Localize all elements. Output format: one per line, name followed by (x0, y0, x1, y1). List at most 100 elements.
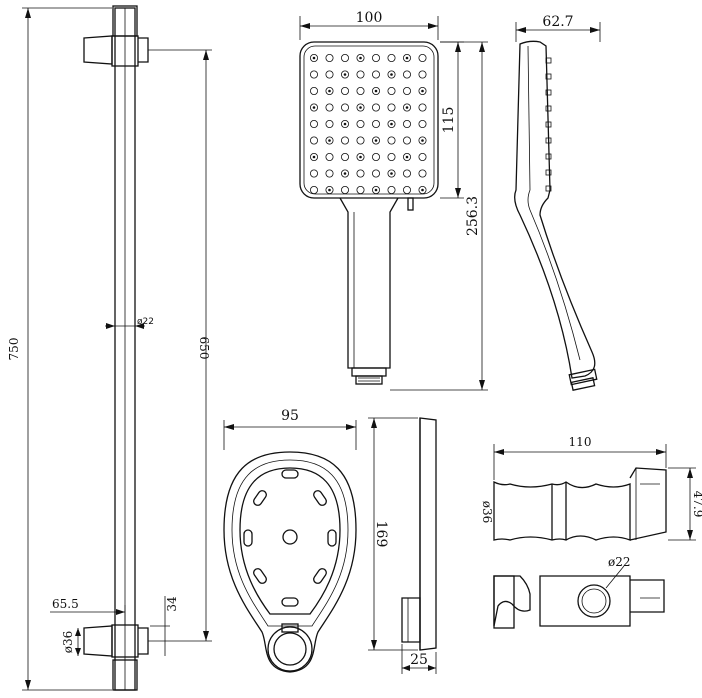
nozzle (309, 152, 318, 161)
nozzle-dot (421, 139, 424, 142)
nozzle (356, 120, 365, 129)
nozzle (340, 120, 349, 129)
nozzle (356, 103, 365, 112)
nozzle-dot (312, 106, 316, 109)
nozzle (371, 70, 380, 79)
nozzle-dot (374, 139, 378, 142)
nozzle (356, 152, 365, 161)
side-nozzle (545, 121, 552, 128)
holder-depth-label: 25 (410, 652, 428, 668)
nozzle (340, 70, 349, 79)
nozzle (387, 185, 396, 194)
nozzle (309, 169, 318, 178)
nozzle (418, 120, 427, 129)
rail-centers-label: 650 (197, 337, 211, 360)
nozzle (340, 103, 349, 112)
nozzle (325, 87, 334, 96)
nozzle-dot (343, 122, 347, 126)
nozzle (309, 70, 318, 79)
head-height-label: 115 (441, 107, 457, 134)
nozzle (356, 54, 365, 63)
nozzle-dot (374, 89, 378, 93)
nozzle (418, 54, 427, 63)
nozzle (418, 169, 427, 178)
nozzle (402, 87, 411, 96)
head-width-label: 100 (356, 10, 383, 26)
nozzle (387, 70, 396, 79)
nozzle (402, 152, 411, 161)
nozzle (309, 54, 318, 63)
nozzle (402, 103, 411, 112)
nozzle-dot (343, 172, 347, 175)
side-nozzle (545, 169, 552, 176)
nozzle-dot (405, 56, 409, 60)
nozzle-dot (374, 188, 378, 192)
bracket-diameter-label: ø36 (61, 631, 75, 654)
nozzle (371, 87, 380, 96)
holder-side-view: 169 25 (368, 417, 437, 674)
nozzle-dot (405, 106, 409, 109)
nozzle-dot (359, 155, 362, 159)
nozzle (371, 152, 380, 161)
nozzle (402, 185, 411, 194)
nozzle (340, 87, 349, 96)
nozzle (402, 169, 411, 178)
nozzle (387, 87, 396, 96)
tube-diameter-label: ø22 (137, 317, 154, 327)
nozzle (325, 136, 334, 145)
nozzle (356, 185, 365, 194)
nozzle (387, 120, 396, 129)
nozzle (402, 70, 411, 79)
handset-side-view: 62.7 (514, 14, 601, 391)
nozzle (418, 87, 427, 96)
side-nozzle (545, 137, 552, 144)
nozzle (371, 120, 380, 129)
nozzle (356, 169, 365, 178)
nozzle (325, 70, 334, 79)
nozzle-dot (390, 172, 393, 175)
nozzle (402, 136, 411, 145)
nozzle (402, 120, 411, 129)
nozzle-dot (312, 56, 316, 60)
side-nozzle (545, 105, 552, 112)
slider-width-label: 110 (569, 435, 592, 449)
slide-rail-view: 750 650 ø22 65.5 34 ø36 (7, 5, 212, 691)
nozzle (387, 136, 396, 145)
bracket-height-label: 34 (165, 596, 179, 612)
nozzle-dot (390, 122, 393, 126)
nozzle (325, 152, 334, 161)
nozzle (387, 152, 396, 161)
nozzle (309, 120, 318, 129)
nozzle (340, 54, 349, 63)
nozzle (325, 54, 334, 63)
nozzle (371, 54, 380, 63)
nozzle (309, 87, 318, 96)
handset-total-height-label: 256.3 (465, 196, 481, 236)
nozzle-dot (343, 73, 347, 76)
nozzle (325, 185, 334, 194)
side-nozzle (545, 57, 552, 64)
nozzle (325, 103, 334, 112)
holder-width-label: 95 (281, 408, 299, 424)
nozzle (340, 185, 349, 194)
nozzle (309, 103, 318, 112)
nozzle (371, 185, 380, 194)
nozzle-dot (390, 73, 393, 76)
nozzle (387, 103, 396, 112)
nozzle (325, 169, 334, 178)
slider-view: 110 47.9 ø36 ø22 (480, 435, 702, 629)
slider-height-label: 47.9 (691, 491, 702, 518)
side-nozzle (545, 73, 552, 80)
nozzle-dot (359, 56, 362, 60)
nozzle-dot (421, 188, 424, 192)
nozzle (418, 70, 427, 79)
nozzle-dot (328, 188, 331, 192)
nozzle (356, 87, 365, 96)
nozzle (371, 169, 380, 178)
slider-hole-diameter-label: ø22 (608, 555, 631, 569)
bottom-offset-label: 65.5 (52, 597, 79, 611)
holder-front-view: 95 (223, 408, 357, 673)
nozzle (356, 136, 365, 145)
nozzle (340, 152, 349, 161)
